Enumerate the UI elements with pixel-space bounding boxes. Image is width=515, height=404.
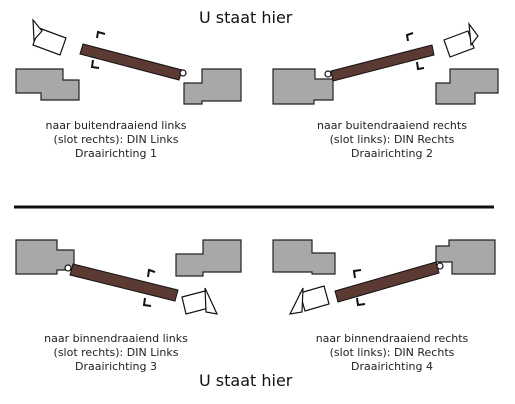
- wall-block-right: [183, 68, 242, 105]
- door-handle-outer: [96, 30, 106, 39]
- diagram-3: [15, 239, 242, 315]
- door-handle: [90, 59, 100, 69]
- caption-2: naar buitendraaiend rechts (slot links):…: [307, 119, 477, 161]
- caption-1-line2: (slot rechts): DIN Links: [53, 133, 179, 146]
- rotation-arrow-tip: [288, 287, 304, 315]
- diagram-4: [272, 239, 496, 315]
- rotation-arrow-tip: [204, 287, 219, 315]
- caption-4-line3: Draairichting 4: [351, 360, 433, 373]
- door-leaf: [69, 263, 179, 302]
- wall-block-left: [272, 68, 334, 105]
- caption-3-line1: naar binnendraaiend links: [44, 332, 188, 345]
- caption-3-line2: (slot rechts): DIN Links: [53, 346, 179, 359]
- caption-1-line1: naar buitendraaiend links: [45, 119, 187, 132]
- door-handle-outer: [416, 61, 425, 71]
- door-handle: [405, 32, 414, 42]
- caption-3: naar binnendraaiend links (slot rechts):…: [31, 332, 201, 374]
- wall-block-left: [15, 68, 80, 101]
- rotation-arrow: [443, 30, 475, 58]
- rotation-arrow-tip: [32, 18, 43, 42]
- caption-2-line3: Draairichting 2: [351, 147, 433, 160]
- heading-bottom: U staat hier: [199, 371, 293, 390]
- rotation-arrow-tip: [468, 21, 479, 47]
- door-handle-outer: [142, 297, 152, 307]
- heading-top: U staat hier: [199, 8, 293, 27]
- wall-block-right: [435, 239, 496, 275]
- hinge: [179, 69, 187, 77]
- wall-block-right: [175, 239, 242, 277]
- hinge: [324, 70, 332, 78]
- caption-2-line1: naar buitendraaiend rechts: [317, 119, 467, 132]
- diagram-1: [15, 18, 242, 105]
- diagram-2: [272, 21, 499, 105]
- caption-3-line3: Draairichting 3: [75, 360, 157, 373]
- wall-block-right: [435, 68, 499, 105]
- caption-4-line2: (slot links): DIN Rechts: [329, 346, 455, 359]
- hinge: [436, 262, 444, 270]
- hinge: [64, 264, 72, 272]
- door-handle-outer: [356, 297, 366, 307]
- door-leaf: [334, 261, 440, 303]
- caption-2-line2: (slot links): DIN Rechts: [329, 133, 455, 146]
- wall-block-left: [272, 239, 336, 275]
- door-handle: [352, 269, 362, 279]
- door-leaf: [330, 44, 435, 82]
- caption-4: naar binnendraaiend rechts (slot links):…: [307, 332, 477, 374]
- caption-4-line1: naar binnendraaiend rechts: [315, 332, 469, 345]
- caption-1-line3: Draairichting 1: [75, 147, 157, 160]
- door-leaf: [79, 43, 183, 81]
- caption-1: naar buitendraaiend links (slot rechts):…: [31, 119, 201, 161]
- rotation-arrow: [299, 285, 330, 312]
- door-handle: [147, 268, 156, 278]
